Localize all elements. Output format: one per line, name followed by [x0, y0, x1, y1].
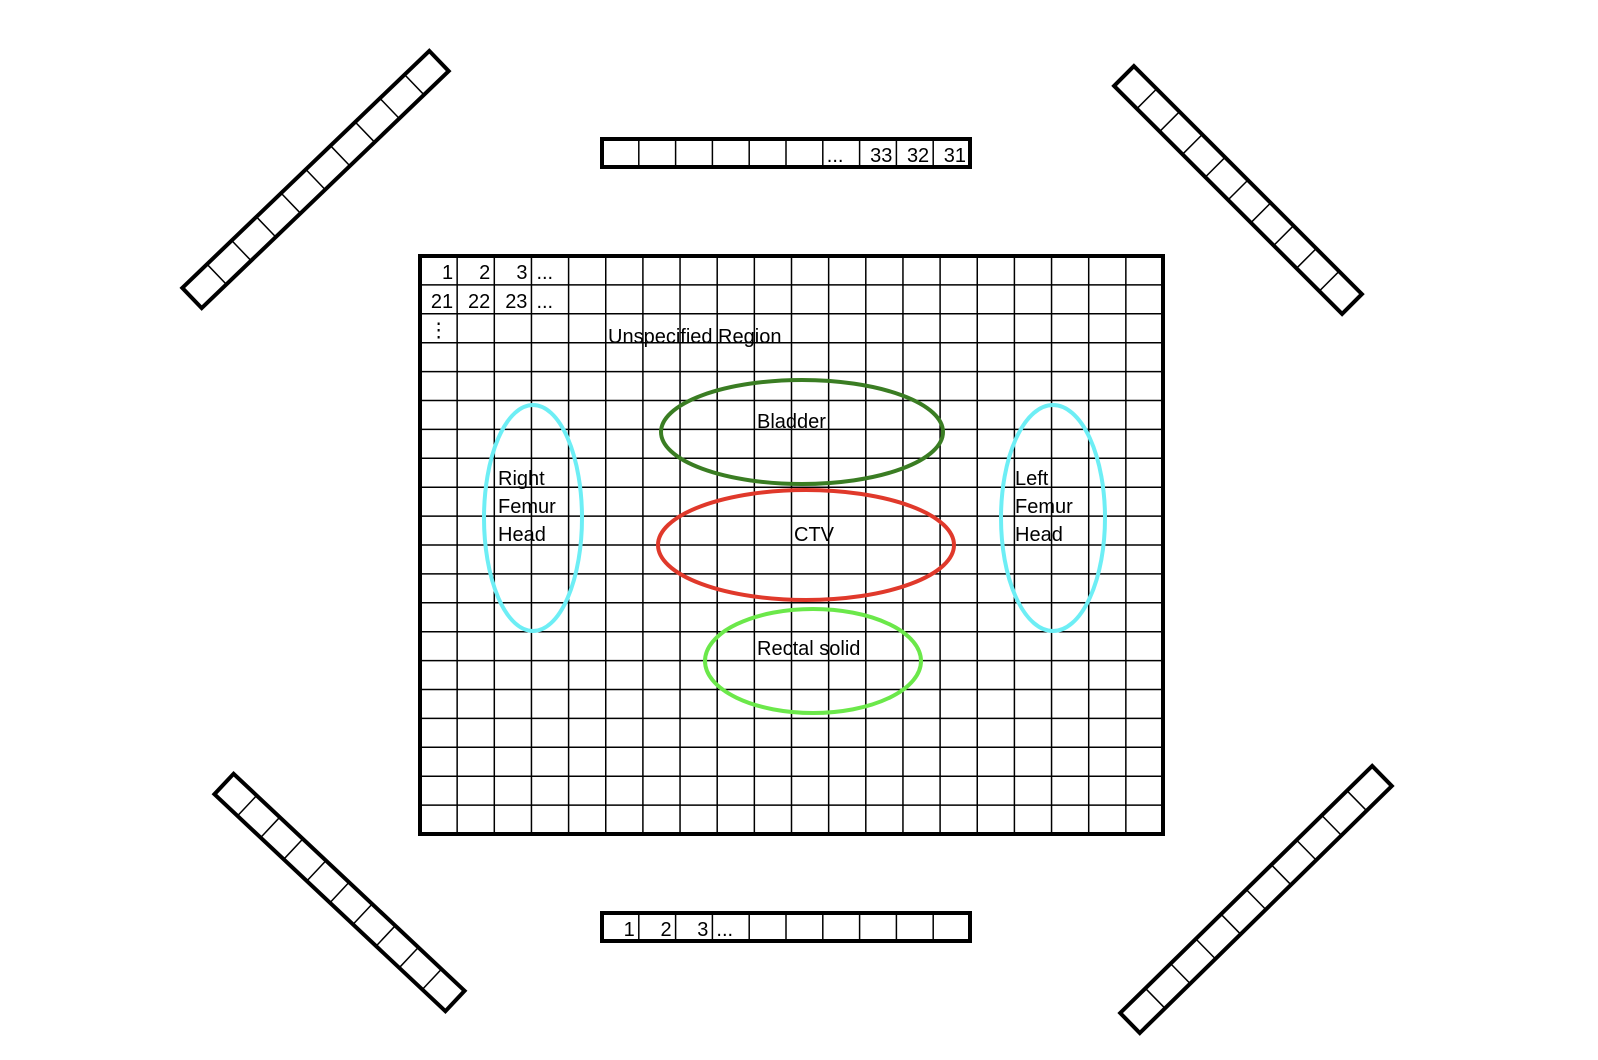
detector-cell-divider — [1318, 270, 1340, 292]
detector-array-top: ... 33 32 31 — [600, 137, 972, 169]
detector-cell-divider — [329, 145, 351, 167]
detector-cell-divider — [306, 860, 327, 882]
right-femur-label-line2: Femur — [498, 496, 556, 518]
ctv-contour — [656, 488, 956, 602]
detector-cell-divider — [1227, 179, 1249, 201]
detector-border — [1111, 63, 1365, 317]
detector-cell-divider — [1295, 247, 1317, 269]
detector-array-bottom-right — [1117, 763, 1395, 1036]
detector-cell-divider — [1181, 133, 1203, 155]
detector-cell-divider — [260, 816, 281, 839]
detector-border — [211, 770, 468, 1015]
unspecified-region-label: Unspecified Region — [608, 326, 781, 348]
detector-cell-number: ... — [827, 145, 844, 167]
detector-cell-divider — [283, 838, 304, 860]
detector-cell-divider — [255, 216, 277, 238]
left-femur-label-line1: Left — [1015, 468, 1049, 490]
detector-cell-divider — [1321, 814, 1342, 836]
bladder-label: Bladder — [757, 411, 826, 433]
detector-cell-divider — [329, 881, 350, 904]
right-femur-label-line1: Right — [498, 468, 545, 490]
detector-cell-divider — [398, 946, 419, 969]
detector-cell-divider — [1270, 864, 1292, 886]
detector-array-bottom-left — [211, 770, 468, 1015]
detector-cell-divider — [1144, 987, 1166, 1009]
detector-cell-divider — [1170, 963, 1191, 985]
ctv-label: CTV — [794, 524, 835, 546]
detector-cell-divider — [354, 121, 376, 143]
detector-cell-number: 32 — [907, 145, 929, 167]
detector-cell-divider — [375, 925, 396, 947]
detector-cell-divider — [1346, 790, 1368, 812]
grid-cell-number: 23 — [505, 291, 527, 313]
detector-array-bottom: 1 2 3... — [600, 911, 972, 943]
grid-cell-number: 3 — [516, 262, 527, 284]
detector-cell-number: 3 — [697, 919, 708, 941]
detector-cell-divider — [1245, 888, 1267, 911]
grid-vertical-ellipsis: ⋮ — [429, 320, 449, 342]
rectal-label: Rectal solid — [757, 638, 860, 660]
detector-cell-divider — [404, 74, 425, 96]
detector-border — [600, 137, 972, 169]
grid-cell-number: ... — [536, 291, 553, 313]
detector-cell-divider — [1250, 202, 1272, 224]
detector-cell-number: 31 — [944, 145, 966, 167]
grid-cell-number: 2 — [479, 262, 490, 284]
detector-cell-number: 2 — [660, 919, 671, 941]
grid-cell-number: ... — [536, 262, 553, 284]
detector-cell-divider — [305, 168, 326, 191]
right-femur-contour — [482, 403, 584, 633]
detector-cell-divider — [1296, 839, 1317, 861]
left-femur-label-line3: Head — [1015, 524, 1063, 546]
grid-cell-number: 1 — [442, 262, 453, 284]
detector-cell-divider — [231, 239, 252, 262]
detector-border — [1117, 763, 1395, 1036]
detector-cell-divider — [280, 192, 302, 214]
detector-cell-divider — [1136, 88, 1158, 110]
detector-cell-number: 33 — [870, 145, 892, 167]
detector-array-top-left — [179, 48, 452, 311]
detector-cell-divider — [206, 263, 227, 285]
detector-cell-divider — [1273, 225, 1295, 247]
detector-border — [600, 911, 972, 943]
grid-cell-number: 21 — [431, 291, 453, 313]
detector-cell-divider — [352, 903, 373, 925]
detector-cell-divider — [1204, 156, 1226, 178]
left-femur-contour — [999, 403, 1107, 633]
detector-cell-number: ... — [716, 919, 733, 941]
voxel-grid — [418, 254, 1165, 836]
detector-cell-divider — [421, 968, 443, 991]
detector-cell-divider — [236, 794, 258, 817]
detector-cell-divider — [1195, 938, 1216, 960]
detector-cell-divider — [1220, 913, 1242, 935]
right-femur-label-line3: Head — [498, 524, 546, 546]
detector-border — [179, 48, 452, 311]
bladder-contour — [659, 378, 945, 486]
rectal-contour — [703, 607, 923, 715]
left-femur-label-line2: Femur — [1015, 496, 1073, 518]
detector-cell-divider — [1159, 111, 1181, 133]
grid-border — [418, 254, 1165, 836]
grid-cell-number: 22 — [468, 291, 490, 313]
detector-cell-divider — [379, 97, 400, 120]
detector-cell-number: 1 — [624, 919, 635, 941]
detector-array-top-right — [1111, 63, 1365, 317]
